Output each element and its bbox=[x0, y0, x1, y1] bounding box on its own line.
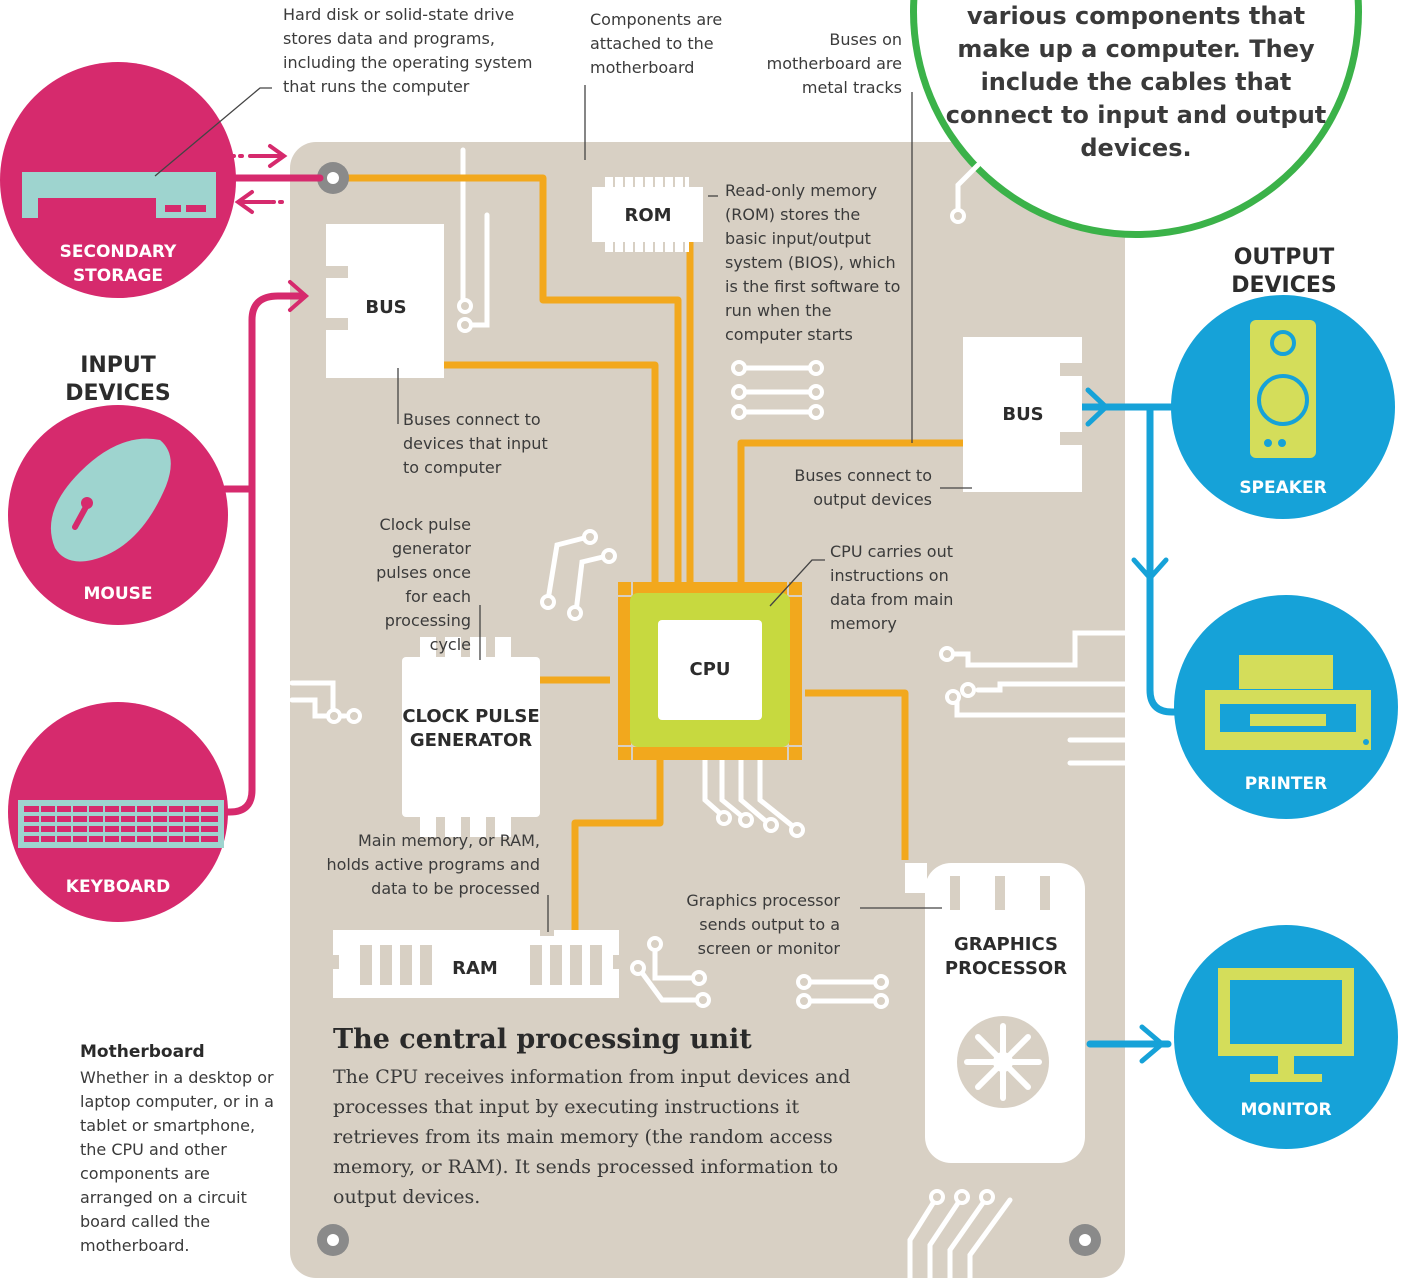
speaker-label: SPEAKER bbox=[1239, 478, 1327, 498]
clock-generator-label: CLOCK PULSE GENERATOR bbox=[402, 706, 540, 751]
bus-output-block bbox=[963, 337, 1082, 492]
bus-output-label: BUS bbox=[1002, 404, 1044, 425]
bus-tracks bbox=[333, 174, 965, 933]
board-screws bbox=[317, 162, 1101, 1256]
clock-generator-block bbox=[402, 637, 540, 837]
output-devices-heading: OUTPUT DEVICES bbox=[1231, 245, 1337, 298]
mouse-circle bbox=[8, 405, 228, 625]
bus-output-annotation: Buses connect to output devices bbox=[794, 466, 932, 509]
rom-label: ROM bbox=[624, 205, 672, 226]
metal-tracks-annotation: Buses on motherboard are metal tracks bbox=[766, 30, 902, 97]
intro-circle bbox=[910, 0, 1362, 238]
speaker-circle bbox=[1171, 295, 1395, 519]
ram-annotation: Main memory, or RAM, holds active progra… bbox=[326, 831, 541, 898]
secondary-storage-circle bbox=[0, 62, 236, 298]
attached-annotation: Components are attached to the motherboa… bbox=[590, 10, 723, 77]
bus-input-label: BUS bbox=[365, 297, 407, 318]
monitor-label: MONITOR bbox=[1240, 1100, 1332, 1120]
graphics-processor-card bbox=[905, 863, 1085, 1163]
mouse-label: MOUSE bbox=[83, 584, 153, 604]
annotation-leaders bbox=[154, 85, 972, 932]
rom-annotation: Read-only memory (ROM) stores the basic … bbox=[725, 181, 901, 344]
motherboard-note-title: Motherboard bbox=[80, 1042, 205, 1062]
output-arrows bbox=[1085, 387, 1169, 1064]
bus-input-block bbox=[326, 224, 444, 378]
keyboard-circle bbox=[8, 702, 228, 922]
printer-circle bbox=[1174, 595, 1398, 819]
keyboard-label: KEYBOARD bbox=[65, 877, 171, 897]
intro-text: various components that make up a comput… bbox=[945, 2, 1327, 162]
secondary-storage-label: SECONDARY STORAGE bbox=[59, 242, 177, 286]
graphics-processor-label: GRAPHICS PROCESSOR bbox=[944, 934, 1068, 979]
cpu-label: CPU bbox=[689, 659, 731, 680]
ram-module bbox=[333, 930, 619, 998]
graphics-annotation: Graphics processor sends output to a scr… bbox=[686, 891, 840, 958]
central-body: The CPU receives information from input … bbox=[333, 1066, 851, 1208]
clock-annotation: Clock pulse generator pulses once for ea… bbox=[376, 515, 471, 654]
ram-label: RAM bbox=[452, 958, 498, 979]
trace-pads bbox=[326, 208, 995, 1205]
input-arrows bbox=[230, 144, 310, 312]
bus-input-annotation: Buses connect to devices that input to c… bbox=[403, 410, 548, 477]
printer-label: PRINTER bbox=[1244, 774, 1328, 794]
output-cables bbox=[1078, 403, 1189, 1048]
monitor-circle bbox=[1174, 925, 1398, 1149]
rom-chip bbox=[592, 177, 703, 252]
cpu-annotation: CPU carries out instructions on data fro… bbox=[830, 542, 954, 633]
storage-annotation: Hard disk or solid-state drive stores da… bbox=[283, 5, 533, 96]
motherboard-note-body: Whether in a desktop or laptop computer,… bbox=[80, 1068, 274, 1255]
central-title: The central processing unit bbox=[333, 1024, 752, 1055]
cpu-chip bbox=[618, 582, 802, 760]
input-devices-heading: INPUT DEVICES bbox=[65, 353, 171, 406]
